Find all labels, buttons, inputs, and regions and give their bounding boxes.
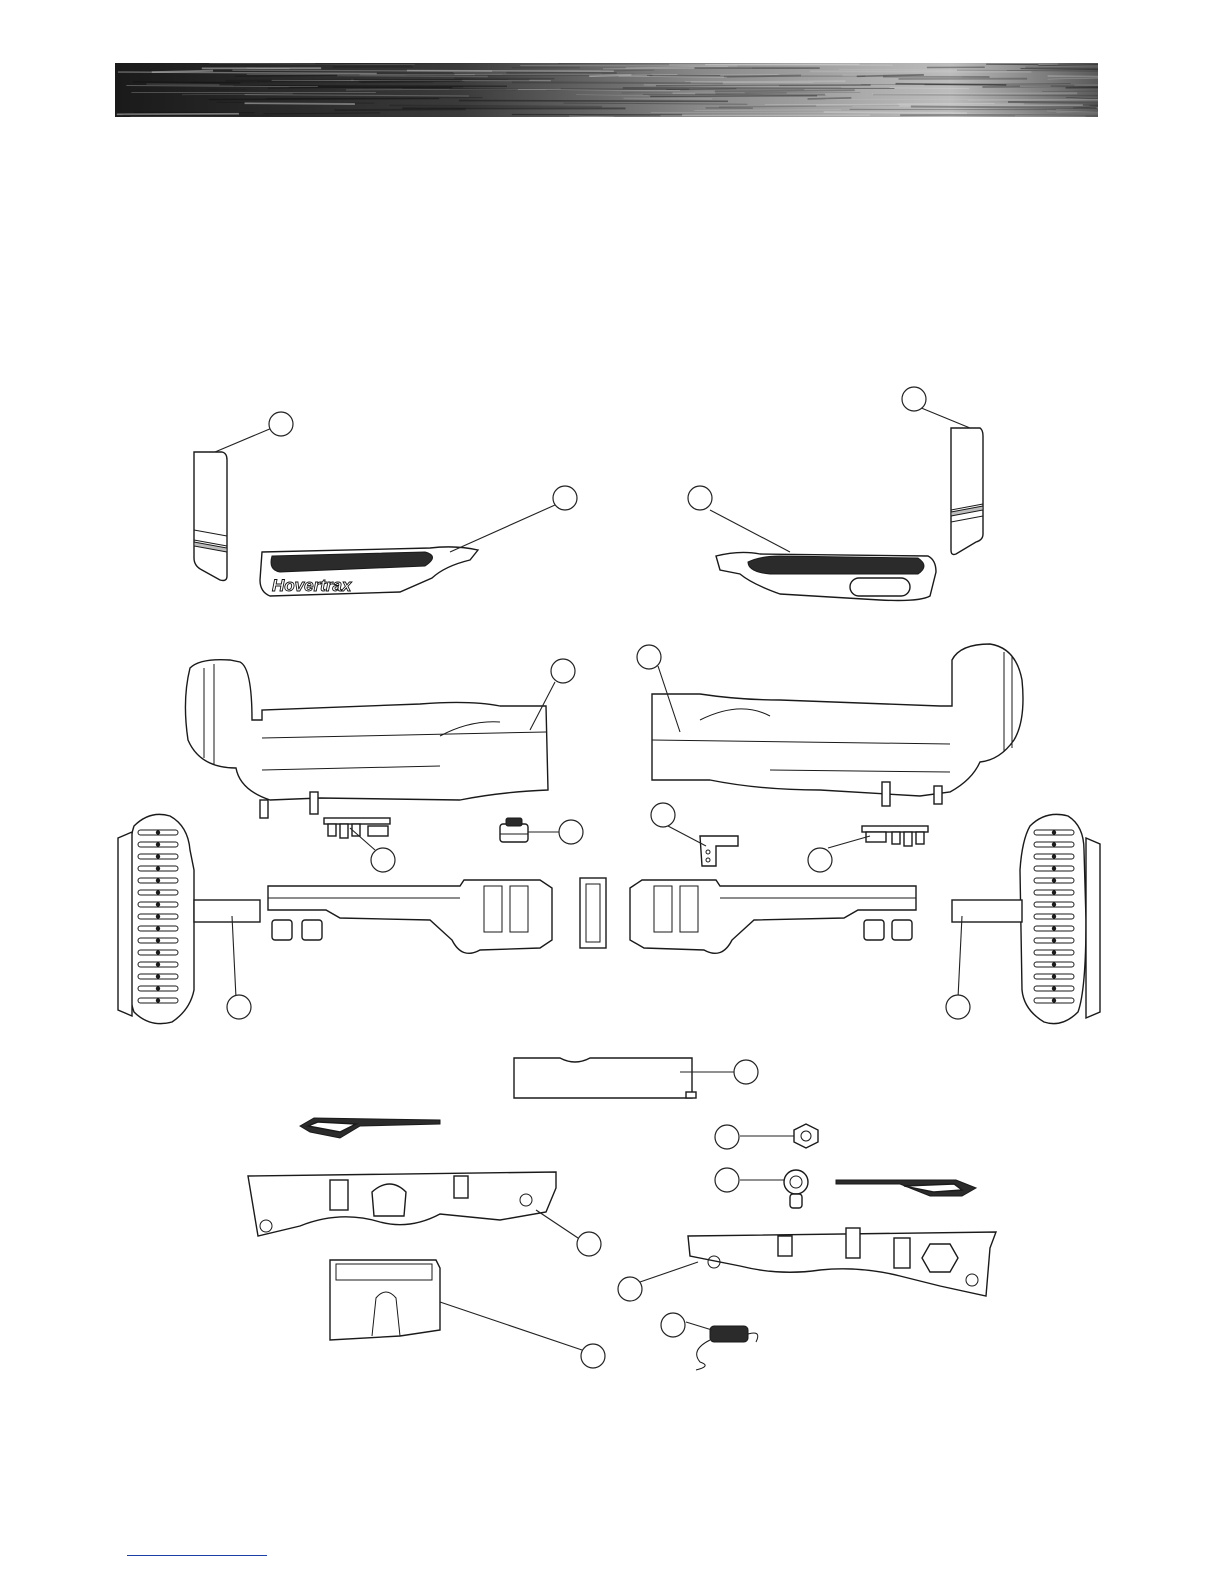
left-top-shell: [185, 660, 548, 818]
callout-circle: [637, 645, 661, 669]
tread-stud: [1052, 962, 1056, 966]
hex-nut: [794, 1124, 818, 1148]
tread-stud: [156, 830, 160, 834]
tread-stud: [156, 890, 160, 894]
right-inner-frame: [630, 880, 916, 953]
left-inner-frame: [268, 880, 552, 953]
brand-text: Hovertrax: [272, 576, 353, 595]
callout-circle: [808, 848, 832, 872]
tread-stud: [1052, 866, 1056, 870]
tread-stud: [1052, 854, 1056, 858]
right-foot-pad: [716, 552, 936, 600]
tread-stud: [156, 914, 160, 918]
callout-circle: [715, 1125, 739, 1149]
footer-rule: [127, 1555, 267, 1556]
callout-circle: [651, 803, 675, 827]
left-bottom-shell: [248, 1172, 556, 1236]
tread-stud: [1052, 914, 1056, 918]
right-top-shell: [652, 644, 1023, 806]
left-foot-pad: Hovertrax: [260, 547, 478, 596]
callout-circle: [734, 1060, 758, 1084]
tread-stud: [1052, 998, 1056, 1002]
tread-stud: [1052, 890, 1056, 894]
callout-circle: [715, 1168, 739, 1192]
charger: [696, 1326, 758, 1370]
left-light-cover: [194, 452, 227, 581]
callout-circle: [581, 1344, 605, 1368]
tread-stud: [156, 974, 160, 978]
right-light-cover: [951, 428, 983, 555]
callout-circle: [661, 1313, 685, 1337]
tread-stud: [156, 854, 160, 858]
left-bumper-strip: [300, 1118, 440, 1138]
center-bearing: [580, 878, 606, 948]
tread-stud: [156, 986, 160, 990]
tread-stud: [1052, 974, 1056, 978]
right-bottom-shell: [688, 1228, 996, 1296]
power-button: [500, 818, 528, 842]
callout-circle: [269, 412, 293, 436]
tread-stud: [156, 842, 160, 846]
charge-port: [784, 1170, 808, 1208]
right-bumper-strip: [836, 1180, 976, 1196]
tread-stud: [1052, 878, 1056, 882]
callout-circle: [577, 1232, 601, 1256]
tread-stud: [1052, 842, 1056, 846]
callout-circle: [946, 995, 970, 1019]
tread-stud: [156, 878, 160, 882]
tread-stud: [156, 962, 160, 966]
tread-stud: [1052, 986, 1056, 990]
tread-stud: [156, 926, 160, 930]
right-wheel: [952, 814, 1100, 1023]
callout-circle: [371, 848, 395, 872]
battery-pack: [514, 1058, 696, 1098]
callout-circle: [551, 659, 575, 683]
tread-stud: [1052, 938, 1056, 942]
tread-stud: [156, 950, 160, 954]
callout-circle: [559, 820, 583, 844]
left-sensor-board: [324, 818, 390, 838]
tread-stud: [156, 866, 160, 870]
tread-stud: [1052, 950, 1056, 954]
tread-stud: [156, 938, 160, 942]
callout-circle: [902, 387, 926, 411]
control-board: [330, 1260, 440, 1340]
callout-circle: [227, 995, 251, 1019]
right-sensor-board: [862, 826, 928, 846]
tread-stud: [1052, 902, 1056, 906]
callout-circle: [618, 1277, 642, 1301]
left-wheel: [118, 814, 260, 1023]
charge-port-bracket: [700, 836, 738, 866]
callout-circle: [553, 486, 577, 510]
tread-stud: [156, 998, 160, 1002]
tread-stud: [1052, 926, 1056, 930]
callout-circle: [688, 486, 712, 510]
tread-stud: [1052, 830, 1056, 834]
tread-stud: [156, 902, 160, 906]
